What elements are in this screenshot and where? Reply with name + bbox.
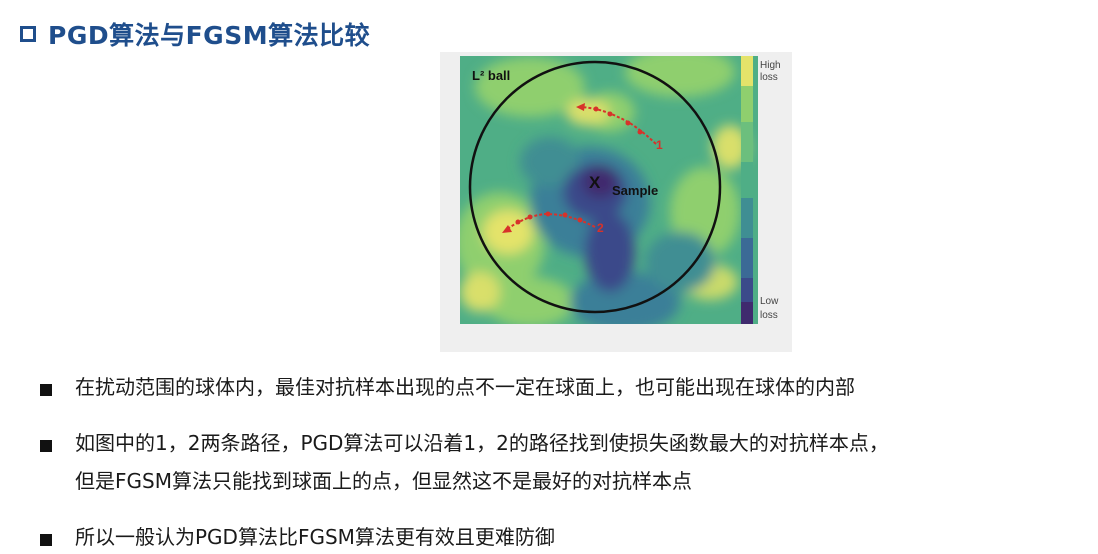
l2-ball-label: L² ball (472, 68, 510, 83)
title-text: PGD算法与FGSM算法比较 (48, 21, 371, 50)
bullet-item-3: 所以一般认为PGD算法比FGSM算法更有效且更难防御 (40, 525, 1090, 554)
title-square-icon (20, 26, 36, 42)
loss-landscape-figure: High loss Low loss L² ball X Sample 1 (440, 52, 792, 352)
slide-title: PGD算法与FGSM算法比较 (20, 14, 370, 54)
path-2: 2 (502, 211, 604, 235)
l2-ball-circle (468, 60, 722, 314)
colorbar-high-label-2: loss (760, 72, 778, 83)
loss-landscape-svg: High loss Low loss L² ball X Sample 1 (460, 56, 781, 324)
path-1-label: 1 (656, 138, 663, 152)
colorbar: High loss Low loss (741, 56, 781, 324)
bullet-2-line-2: 但是FGSM算法只能找到球面上的点，但显然这不是最好的对抗样本点 (75, 469, 692, 493)
path-1: 1 (576, 103, 663, 152)
bullet-square-icon (40, 440, 52, 452)
colorbar-high-label: High (760, 60, 781, 71)
sample-marker-icon: X (589, 173, 601, 192)
path-2-label: 2 (597, 221, 604, 235)
colorbar-low-label-2: loss (760, 310, 778, 321)
bullet-square-icon (40, 384, 52, 396)
bullet-text-3: 所以一般认为PGD算法比FGSM算法更有效且更难防御 (75, 518, 555, 554)
bullet-text-2: 如图中的1，2两条路径，PGD算法可以沿着1，2的路径找到使损失函数最大的对抗样… (75, 424, 889, 500)
bullet-1-line-1: 在扰动范围的球体内，最佳对抗样本出现的点不一定在球面上，也可能出现在球体的内部 (75, 375, 855, 399)
bullet-text-1: 在扰动范围的球体内，最佳对抗样本出现的点不一定在球面上，也可能出现在球体的内部 (75, 368, 855, 406)
bullet-2-line-1: 如图中的1，2两条路径，PGD算法可以沿着1，2的路径找到使损失函数最大的对抗样… (75, 431, 889, 455)
bullet-3-line-1: 所以一般认为PGD算法比FGSM算法更有效且更难防御 (75, 525, 555, 549)
colorbar-low-label: Low (760, 296, 779, 307)
sample-label: Sample (612, 183, 658, 198)
bullet-item-2: 如图中的1，2两条路径，PGD算法可以沿着1，2的路径找到使损失函数最大的对抗样… (40, 431, 1090, 500)
bullet-square-icon (40, 534, 52, 546)
bullet-item-1: 在扰动范围的球体内，最佳对抗样本出现的点不一定在球面上，也可能出现在球体的内部 (40, 375, 1090, 406)
